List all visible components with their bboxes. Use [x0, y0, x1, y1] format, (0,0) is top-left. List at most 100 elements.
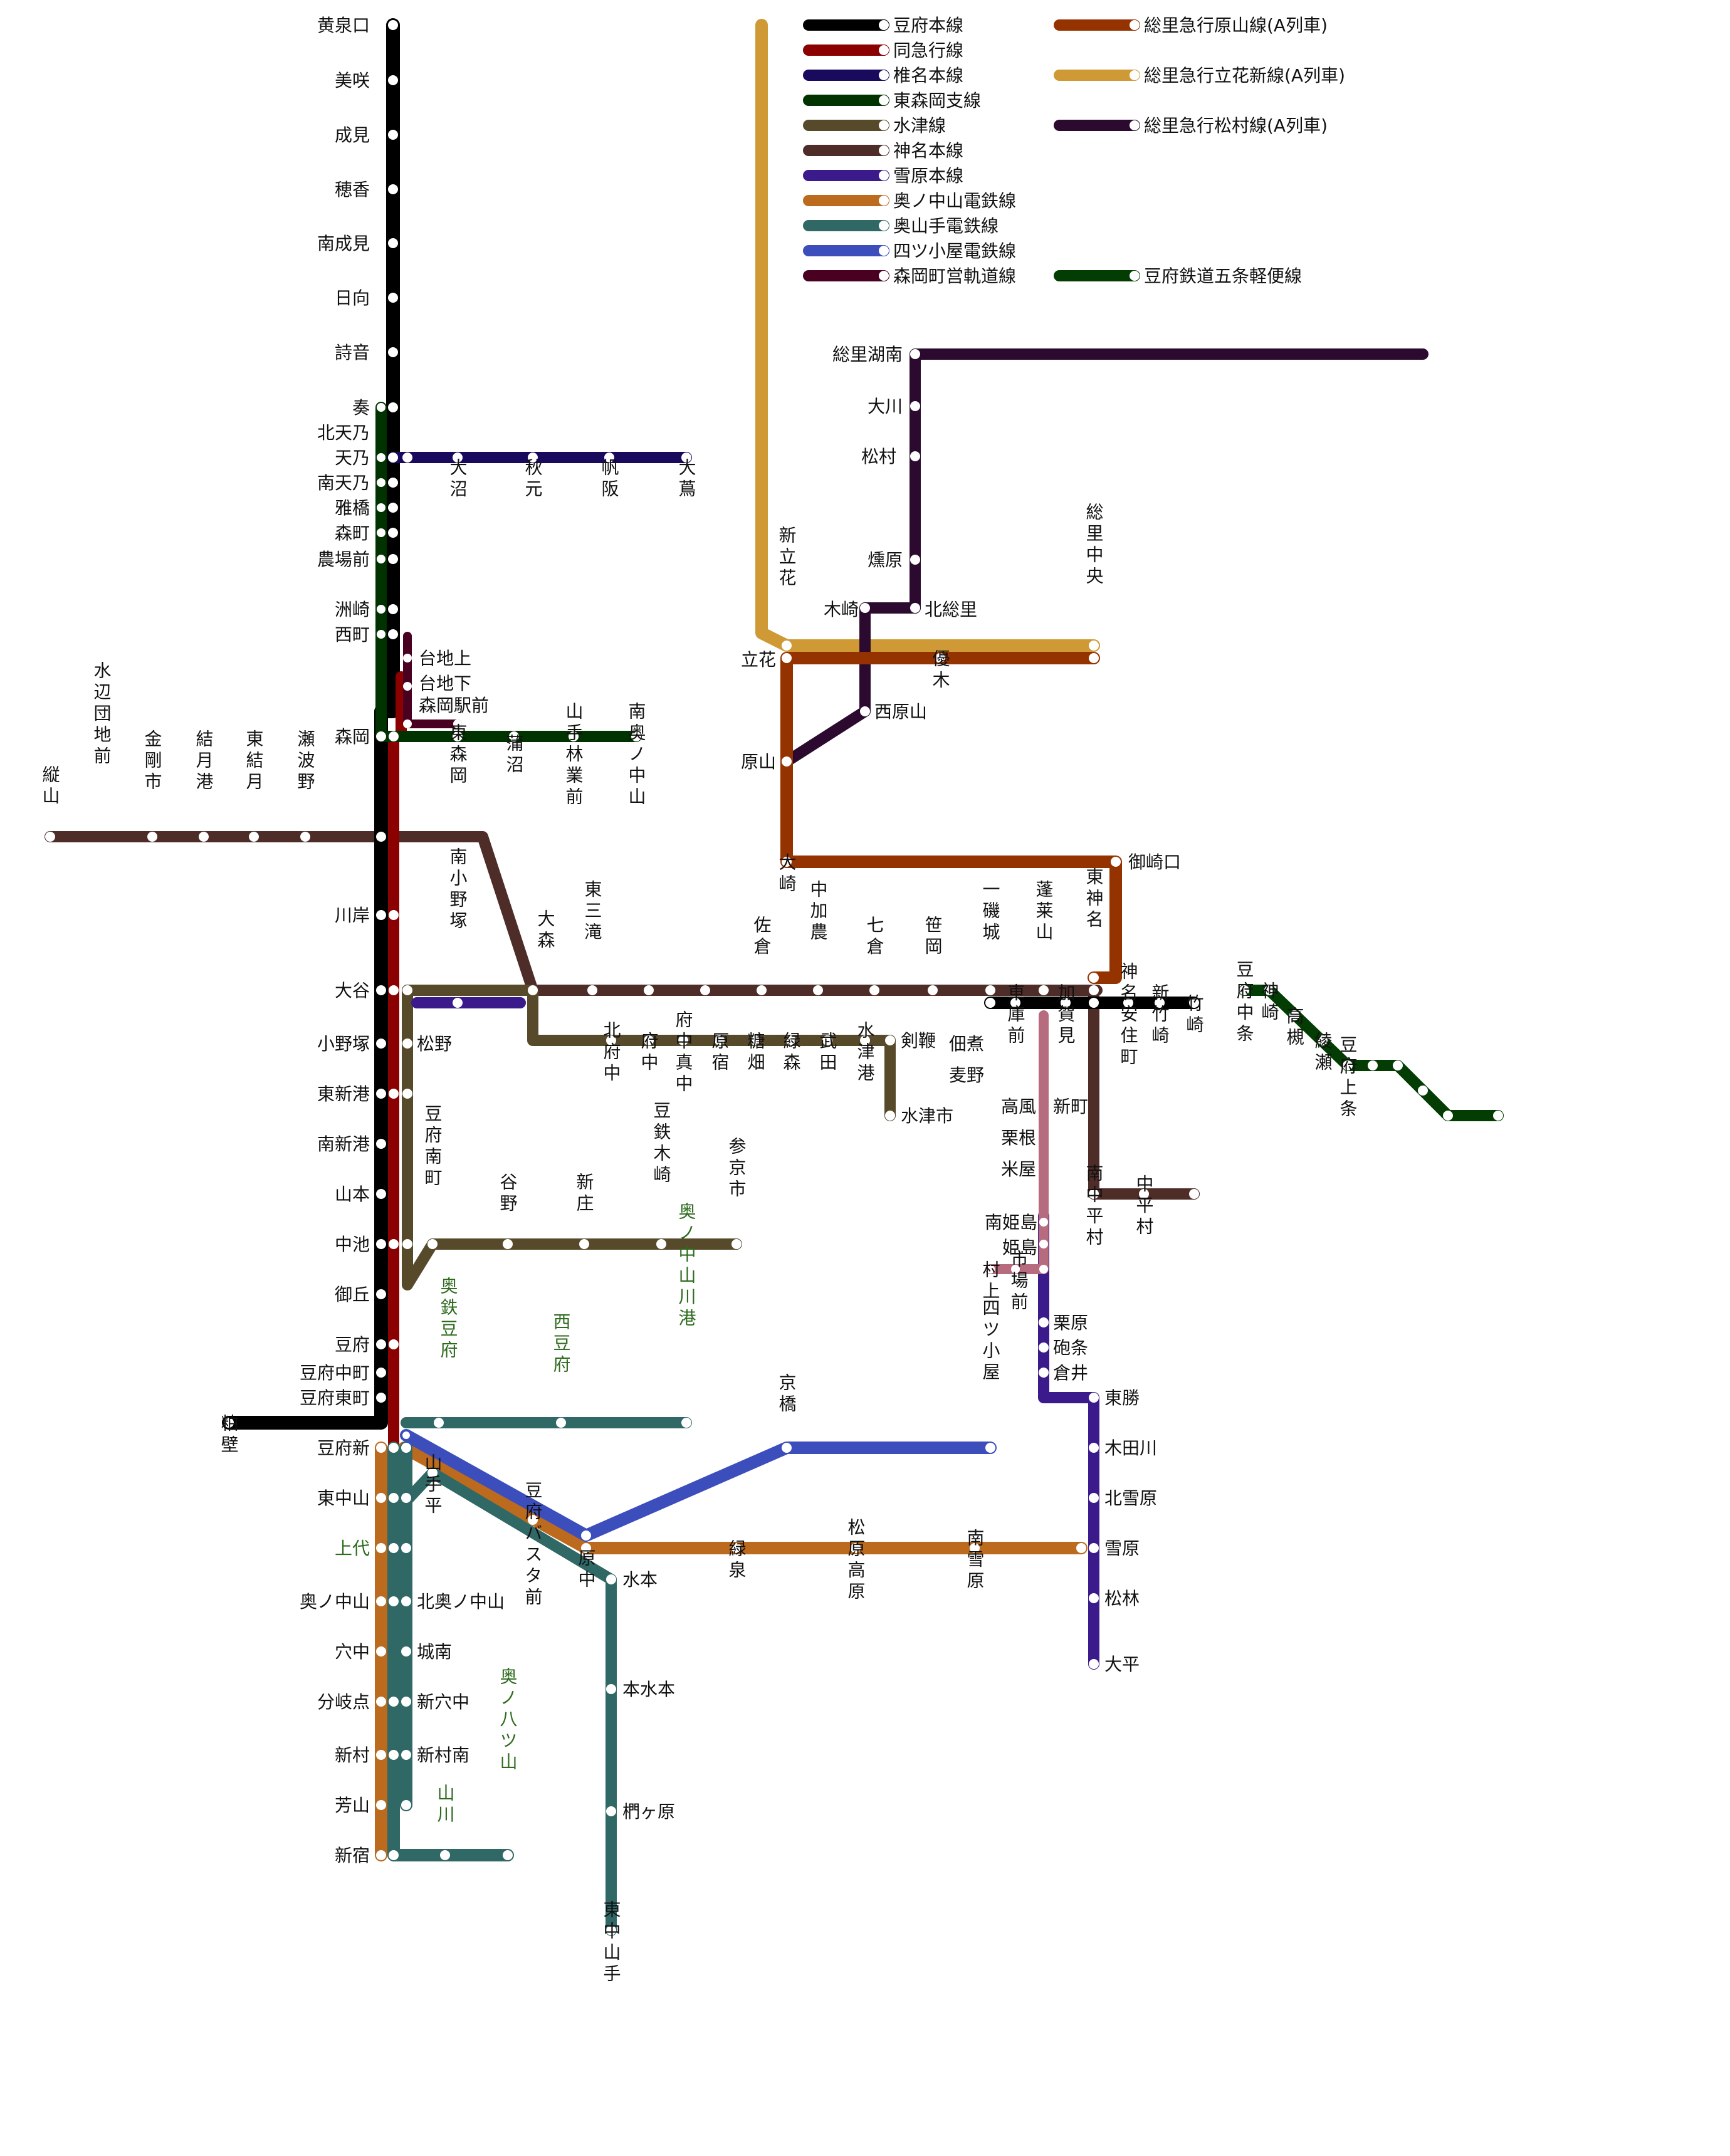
station-dot[interactable] — [503, 1850, 513, 1860]
station-dot[interactable] — [528, 453, 538, 463]
station-dot[interactable] — [388, 402, 398, 412]
station-dot[interactable] — [377, 503, 385, 512]
station-dot[interactable] — [731, 1543, 742, 1553]
station-dot[interactable] — [45, 832, 55, 842]
station-dot[interactable] — [581, 1543, 591, 1553]
station-dot[interactable] — [681, 453, 691, 463]
station-dot[interactable] — [376, 1289, 386, 1299]
station-dot[interactable] — [402, 1039, 412, 1049]
station-dot[interactable] — [389, 1339, 399, 1349]
station-dot[interactable] — [1189, 1189, 1199, 1199]
station-dot[interactable] — [300, 832, 310, 842]
station-dot[interactable] — [851, 1543, 861, 1553]
station-dot[interactable] — [376, 1750, 386, 1760]
station-dot[interactable] — [587, 985, 597, 995]
station-dot[interactable] — [1089, 641, 1099, 651]
station-dot[interactable] — [388, 130, 398, 140]
station-dot[interactable] — [147, 832, 157, 842]
station-dot[interactable] — [985, 1164, 995, 1174]
station-dot[interactable] — [389, 1850, 399, 1860]
station-dot[interactable] — [389, 731, 399, 741]
station-dot[interactable] — [427, 1468, 438, 1478]
station-dot[interactable] — [388, 75, 398, 85]
station-dot[interactable] — [453, 720, 462, 728]
station-dot[interactable] — [782, 857, 792, 867]
station-dot[interactable] — [402, 453, 412, 463]
station-dot[interactable] — [376, 1139, 386, 1149]
station-dot[interactable] — [389, 1493, 399, 1503]
station-dot[interactable] — [1089, 1393, 1099, 1403]
station-dot[interactable] — [376, 1039, 386, 1049]
station-dot[interactable] — [453, 998, 463, 1008]
station-dot[interactable] — [786, 1035, 796, 1045]
station-dot[interactable] — [1418, 1086, 1428, 1096]
station-dot[interactable] — [1076, 1543, 1086, 1553]
station-dot[interactable] — [681, 1418, 691, 1428]
station-dot[interactable] — [224, 1418, 234, 1428]
station-dot[interactable] — [750, 1035, 760, 1045]
station-dot[interactable] — [402, 1431, 410, 1439]
station-dot[interactable] — [1039, 1342, 1049, 1353]
station-dot[interactable] — [376, 1089, 386, 1099]
station-dot[interactable] — [1139, 1189, 1149, 1199]
station-dot[interactable] — [1039, 1218, 1048, 1227]
station-dot[interactable] — [656, 1239, 666, 1249]
station-dot[interactable] — [401, 1443, 411, 1453]
station-dot[interactable] — [389, 910, 399, 920]
station-dot[interactable] — [1089, 998, 1099, 1008]
station-dot[interactable] — [377, 605, 385, 614]
station-dot[interactable] — [403, 654, 412, 662]
station-dot[interactable] — [388, 503, 398, 513]
station-dot[interactable] — [1443, 1111, 1453, 1121]
station-dot[interactable] — [376, 1493, 386, 1503]
station-dot[interactable] — [782, 653, 792, 663]
station-dot[interactable] — [1089, 985, 1099, 995]
station-dot[interactable] — [1039, 1317, 1049, 1327]
station-dot[interactable] — [389, 1596, 399, 1606]
station-dot[interactable] — [377, 453, 385, 462]
station-dot[interactable] — [606, 1806, 616, 1816]
station-dot[interactable] — [556, 1418, 566, 1428]
station-dot[interactable] — [910, 603, 920, 613]
station-dot[interactable] — [401, 1596, 411, 1606]
station-dot[interactable] — [401, 1750, 411, 1760]
station-dot[interactable] — [401, 1697, 411, 1707]
station-dot[interactable] — [388, 238, 398, 248]
station-dot[interactable] — [606, 1925, 616, 1935]
station-dot[interactable] — [910, 451, 920, 461]
station-dot[interactable] — [376, 1368, 386, 1378]
station-dot[interactable] — [700, 985, 710, 995]
station-dot[interactable] — [440, 1850, 450, 1860]
station-dot[interactable] — [434, 1418, 444, 1428]
station-dot[interactable] — [1089, 1443, 1099, 1453]
station-dot[interactable] — [985, 1133, 995, 1143]
station-dot[interactable] — [715, 1035, 725, 1045]
station-dot[interactable] — [388, 293, 398, 303]
station-dot[interactable] — [388, 184, 398, 194]
station-dot[interactable] — [1039, 1368, 1049, 1378]
station-dot[interactable] — [403, 720, 412, 728]
station-dot[interactable] — [986, 1265, 995, 1274]
station-dot[interactable] — [389, 1543, 399, 1553]
station-dot[interactable] — [1089, 1543, 1099, 1553]
station-dot[interactable] — [569, 731, 579, 741]
station-dot[interactable] — [376, 1339, 386, 1349]
station-dot[interactable] — [401, 1800, 411, 1810]
station-dot[interactable] — [401, 1543, 411, 1553]
station-dot[interactable] — [860, 603, 870, 613]
station-dot[interactable] — [388, 528, 398, 538]
station-dot[interactable] — [401, 1646, 411, 1656]
station-dot[interactable] — [1089, 1189, 1099, 1199]
station-dot[interactable] — [376, 1646, 386, 1656]
station-dot[interactable] — [1089, 1659, 1099, 1669]
station-dot[interactable] — [860, 1035, 870, 1045]
station-dot[interactable] — [910, 401, 920, 411]
station-dot[interactable] — [985, 998, 995, 1008]
station-dot[interactable] — [453, 731, 463, 741]
station-dot[interactable] — [822, 1035, 832, 1045]
station-dot[interactable] — [376, 1697, 386, 1707]
station-dot[interactable] — [885, 1111, 895, 1121]
station-dot[interactable] — [389, 1089, 399, 1099]
station-dot[interactable] — [427, 1239, 438, 1249]
station-dot[interactable] — [1089, 973, 1099, 983]
